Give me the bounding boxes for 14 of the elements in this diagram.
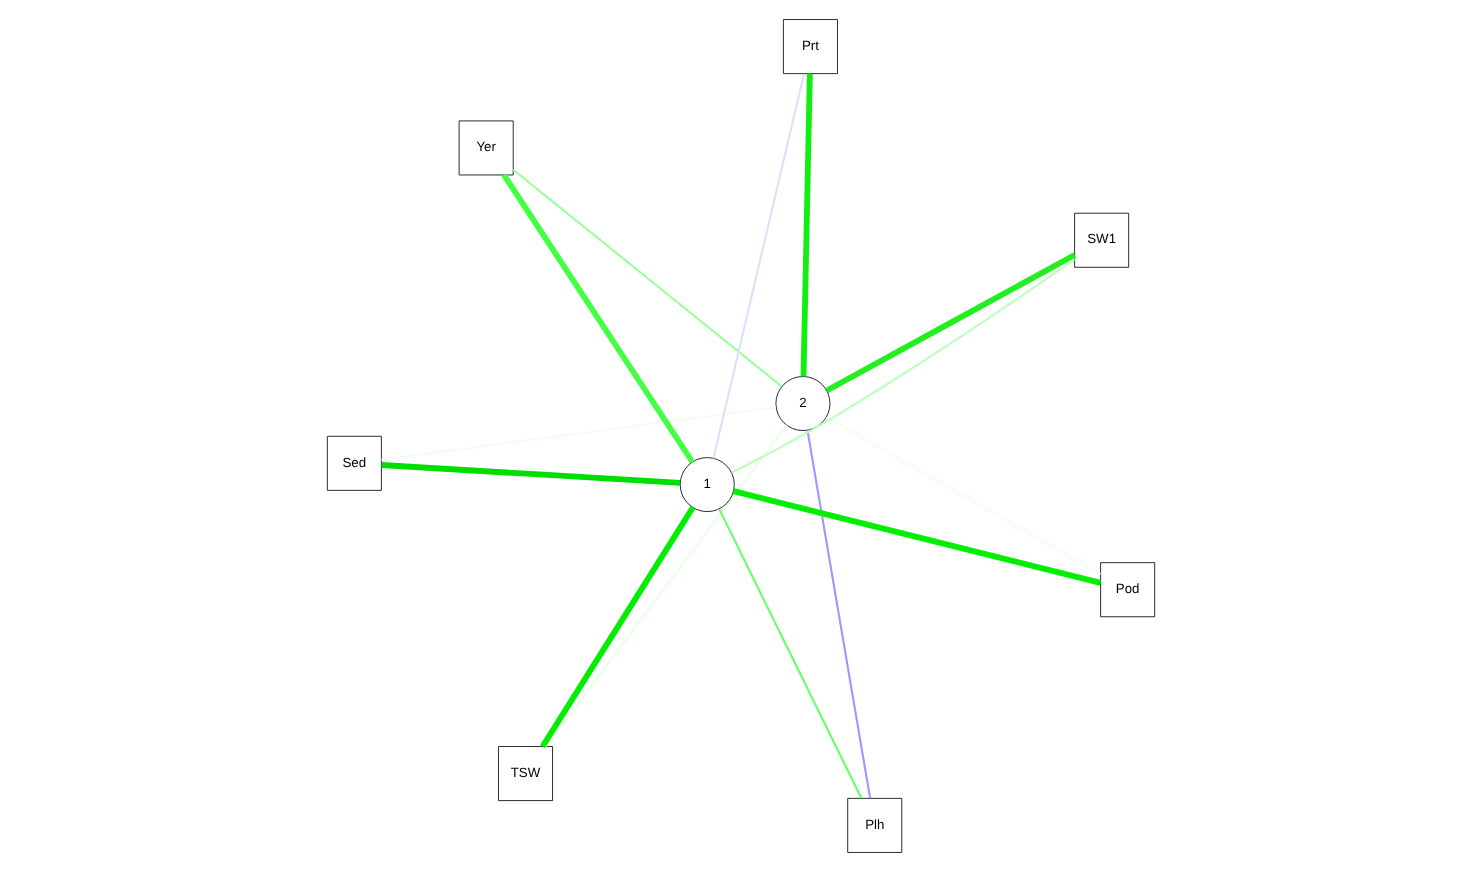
connector [825, 252, 1076, 393]
connector [381, 406, 776, 461]
connector [540, 505, 696, 749]
connector [732, 488, 1102, 586]
connector [800, 73, 813, 377]
connector [806, 430, 872, 799]
connector [712, 73, 806, 459]
connector [501, 173, 695, 464]
connector [512, 169, 783, 388]
connector [545, 424, 788, 748]
connector [381, 462, 681, 486]
connector [718, 508, 863, 799]
connector [731, 258, 1076, 474]
connector [826, 416, 1101, 576]
